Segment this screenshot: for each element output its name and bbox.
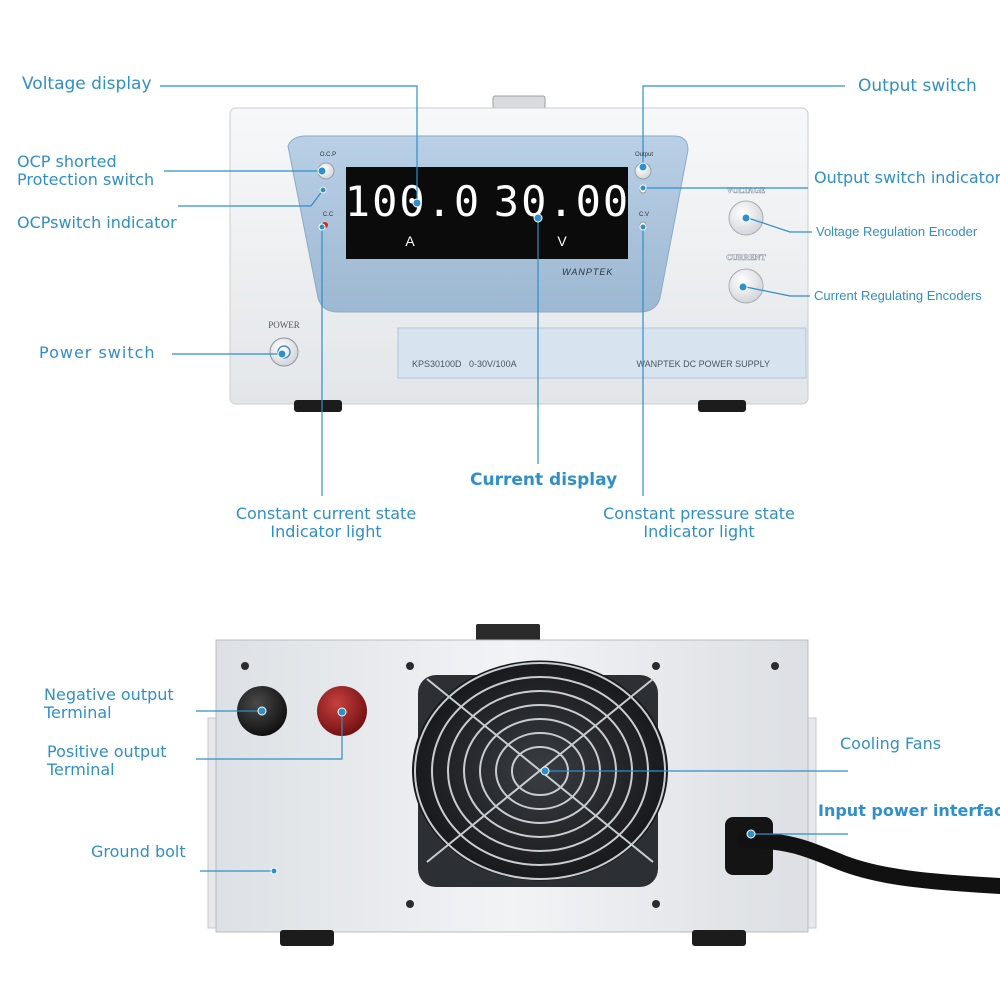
leader-positive-terminal: [196, 712, 343, 760]
callout-cooling-fans: Cooling Fans: [840, 734, 942, 753]
callout-cv-indicator-line1: Constant pressure state: [603, 504, 795, 523]
callout-ocp-shorted-line2: Protection switch: [17, 170, 155, 189]
current-reading: 100.0: [345, 177, 481, 226]
screw: [406, 900, 414, 908]
front-unit: 100.0 30.00 A V WANPTEK O.C.P C.C Output…: [229, 95, 809, 412]
cooling-fan: [412, 660, 668, 887]
leader-current-encoder: [745, 286, 810, 297]
callout-positive-line2: Terminal: [47, 760, 115, 779]
callout-ocp-shorted-line1: OCP shorted: [17, 152, 117, 171]
front-foot-left: [294, 400, 342, 412]
callout-cc-indicator-line1: Constant current state: [235, 504, 417, 523]
callout-output-switch: Output switch: [858, 76, 977, 96]
current-unit: A: [405, 233, 415, 249]
callout-cv-indicator-line2: Indicator light: [643, 522, 755, 541]
callout-input-power: Input power interface: [818, 801, 1000, 820]
callout-output-indicator: Output switch indicator: [814, 168, 1000, 187]
callout-voltage-encoder: Voltage Regulation Encoder: [816, 224, 978, 239]
power-inlet: [725, 817, 1000, 894]
leader-voltage-encoder: [747, 217, 812, 233]
leader-output-switch: [642, 85, 845, 167]
rear-foot-right: [692, 930, 746, 946]
leader-voltage-display: [160, 85, 418, 203]
rear-unit: [207, 624, 1000, 946]
screw: [652, 900, 660, 908]
display-window: [346, 167, 628, 259]
rear-foot-left: [280, 930, 334, 946]
callout-negative-line2: Terminal: [44, 703, 112, 722]
top-handle: [492, 95, 546, 109]
callout-positive-line1: Positive output: [47, 742, 167, 761]
voltage-knob-label: VOLTAGE: [727, 186, 766, 195]
voltage-unit: V: [557, 233, 567, 249]
name-plate-text: WANPTEK DC POWER SUPPLY: [636, 359, 770, 369]
callout-dots: [257, 162, 756, 875]
callout-current-encoder: Current Regulating Encoders: [814, 288, 982, 303]
screw: [241, 662, 249, 670]
voltage-reading: 30.00: [494, 177, 630, 226]
power-cord: [737, 832, 1000, 894]
brand-logo: WANPTEK: [562, 267, 613, 277]
callout-cc-indicator-line2: Indicator light: [270, 522, 382, 541]
leader-ocp-indicator: [178, 189, 324, 207]
callout-negative-line1: Negative output: [44, 685, 174, 704]
front-foot-right: [698, 400, 746, 412]
callout-ocp-indicator: OCPswitch indicator: [17, 213, 177, 232]
power-label: POWER: [268, 320, 300, 330]
model-text: KPS30100D 0-30V/100A: [412, 359, 517, 369]
current-knob-label: CURRENT: [726, 253, 766, 262]
screw: [771, 662, 779, 670]
callout-voltage-display: Voltage display: [22, 74, 152, 94]
ocp-label: O.C.P: [320, 152, 336, 158]
callout-lines: [160, 85, 848, 872]
screw: [406, 662, 414, 670]
cc-label: C.C: [323, 212, 334, 218]
callout-current-display: Current display: [470, 470, 618, 490]
cv-label: C.V: [639, 212, 649, 218]
output-label: Output: [635, 152, 653, 158]
rear-handle: [476, 624, 540, 644]
callout-power-switch: Power switch: [39, 343, 156, 362]
screw: [652, 662, 660, 670]
name-plate: [397, 327, 807, 379]
callout-ground-bolt: Ground bolt: [91, 842, 186, 861]
